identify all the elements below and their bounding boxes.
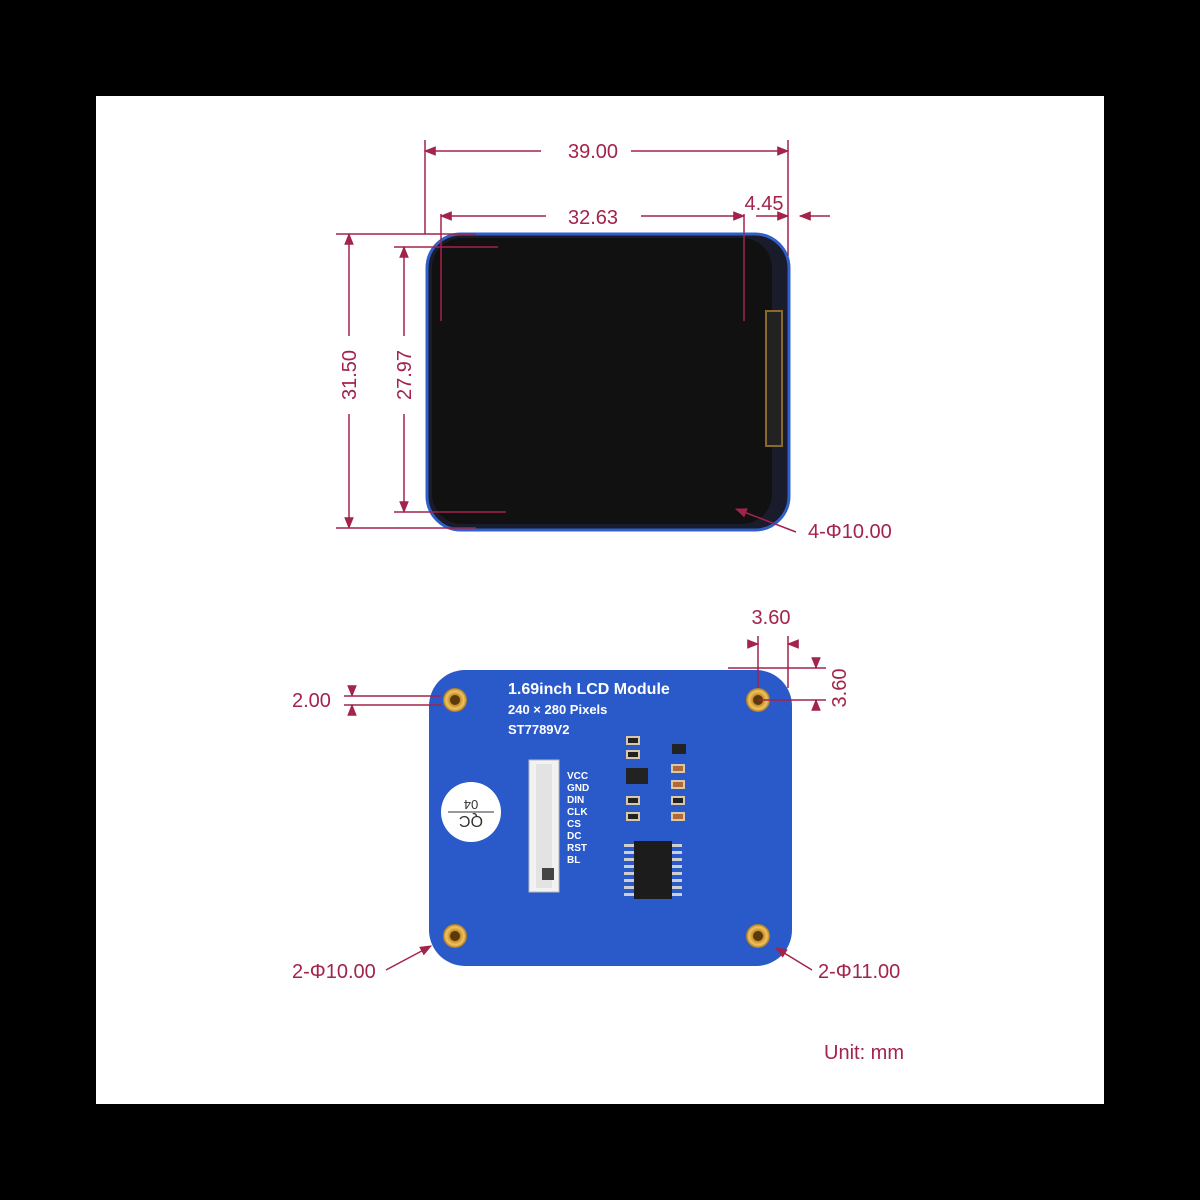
pcb-driver: ST7789V2 xyxy=(508,722,569,737)
pcb-resolution: 240 × 280 Pixels xyxy=(508,702,607,717)
pin-label-vcc: VCC xyxy=(567,771,588,782)
edge-offset-label: 2.00 xyxy=(292,690,331,712)
svg-text:QC: QC xyxy=(459,812,483,829)
pin-label-din: DIN xyxy=(567,795,584,806)
pin-labels: VCC GND DIN CLK CS DC RST BL xyxy=(567,771,589,866)
active-height-label: 27.97 xyxy=(394,350,416,400)
hole-offset-y-label: 3.60 xyxy=(829,669,851,708)
front-view: 39.00 32.63 4.45 31.50 27.97 4-Φ10.00 xyxy=(336,140,892,543)
pin-label-gnd: GND xyxy=(567,783,589,794)
pin-label-dc: DC xyxy=(567,831,581,842)
pin-label-bl: BL xyxy=(567,855,580,866)
back-view: 1.69inch LCD Module 240 × 280 Pixels ST7… xyxy=(292,607,900,983)
mechanical-drawing: 39.00 32.63 4.45 31.50 27.97 4-Φ10.00 xyxy=(292,140,904,1064)
pin-label-clk: CLK xyxy=(567,807,588,818)
pin-label-rst: RST xyxy=(567,843,587,854)
unit-label: Unit: mm xyxy=(824,1042,904,1064)
side-connector xyxy=(765,310,783,447)
active-width-label: 32.63 xyxy=(568,207,618,229)
pin-label-cs: CS xyxy=(567,819,581,830)
hole-offset-x-label: 3.60 xyxy=(752,607,791,629)
overall-height-label: 31.50 xyxy=(339,350,361,400)
lcd-screen xyxy=(432,238,772,524)
left-corner-radius-label: 2-Φ10.00 xyxy=(292,961,376,983)
overall-width-label: 39.00 xyxy=(568,141,618,163)
svg-text:04: 04 xyxy=(464,797,478,812)
thickness-label: 4.45 xyxy=(745,193,784,215)
smd-components xyxy=(626,736,686,821)
qc-sticker: QC 04 xyxy=(441,782,501,842)
driver-ic xyxy=(624,841,682,899)
pcb-board xyxy=(429,670,792,966)
drawing-sheet: 39.00 32.63 4.45 31.50 27.97 4-Φ10.00 xyxy=(96,96,1104,1104)
right-corner-radius-label: 2-Φ11.00 xyxy=(818,961,900,983)
pcb-title: 1.69inch LCD Module xyxy=(508,681,670,698)
corner-radius-label: 4-Φ10.00 xyxy=(808,521,892,543)
